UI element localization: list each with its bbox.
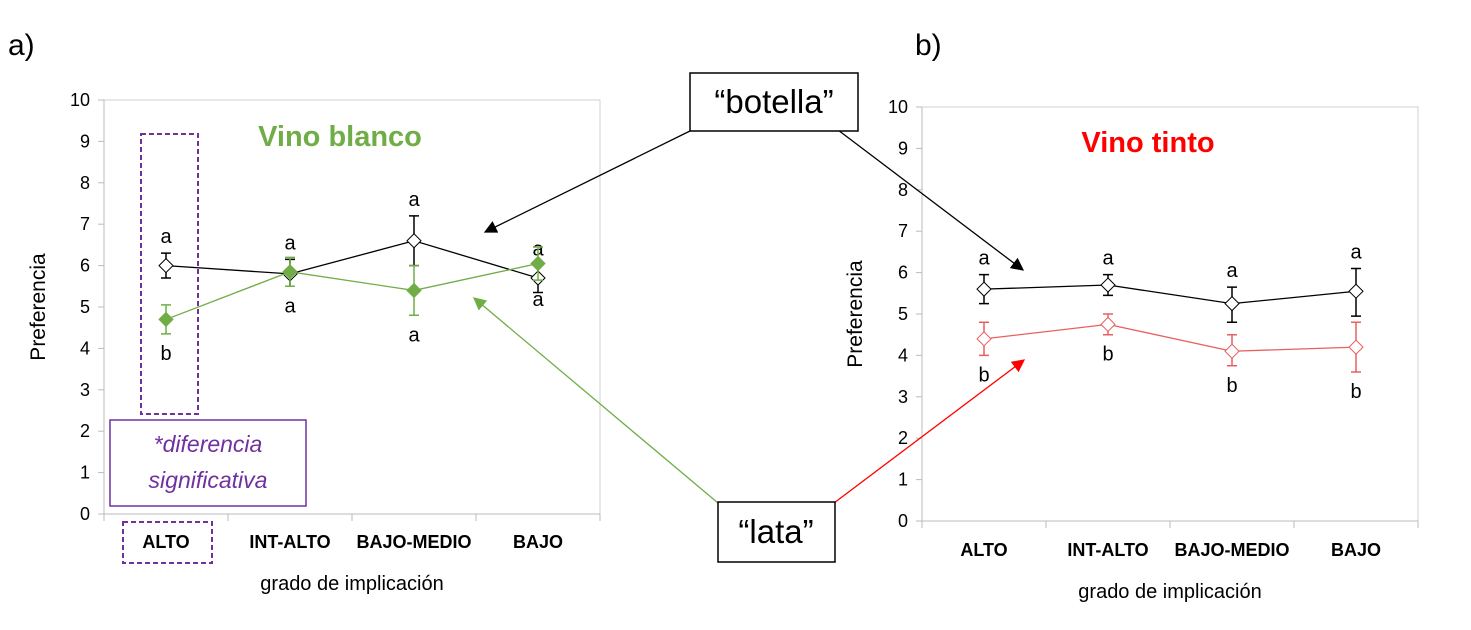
y-tick-label: 5 [80,297,90,317]
x-tick-label: ALTO [142,532,189,552]
significance-letter: a [408,189,420,211]
panel-label-a: a) [8,29,35,62]
series-line-lata [983,323,1357,352]
data-point-lata [1348,339,1364,355]
data-point-lata [158,311,174,328]
chart-title: Vino blanco [258,121,422,153]
x-tick-label: ALTO [960,540,1007,560]
y-tick-label: 10 [888,97,908,117]
significance-letter: b [1350,381,1361,403]
plot-area [921,106,1419,522]
data-point-botella [976,281,992,297]
x-tick-label: BAJO [1331,540,1381,560]
lata-arrow-b [833,359,1026,504]
annotation-line2: significativa [149,467,268,493]
y-tick-label: 8 [80,173,90,193]
botella-callout: “botella” [714,83,833,120]
data-point-botella [1348,283,1364,299]
data-point-lata [1224,343,1240,359]
x-tick-label: BAJO-MEDIO [356,532,471,552]
significance-letter: a [284,232,296,254]
significance-letter: a [532,289,544,311]
significance-letter: b [978,364,989,386]
y-tick-label: 3 [80,380,90,400]
significance-highlight-box [140,133,199,415]
x-tick-label: INT-ALTO [249,532,330,552]
botella-arrow-b [837,129,1025,271]
significance-letter: b [1102,344,1113,366]
significance-letter: a [1350,241,1362,263]
lata-arrow-a [473,297,719,504]
x-tick-label: BAJO-MEDIO [1174,540,1289,560]
y-tick-label: 10 [70,90,90,110]
data-point-botella [1224,295,1240,312]
data-point-lata [530,255,546,272]
y-tick-label: 4 [80,338,90,358]
data-point-lata [976,331,992,347]
y-tick-label: 9 [80,131,90,151]
chart-title: Vino tinto [1081,127,1214,159]
y-tick-label: 2 [80,421,90,441]
lata-callout: “lata” [738,513,813,550]
significance-letter: a [1102,248,1114,270]
y-tick-label: 9 [898,138,908,158]
x-axis-label: grado de implicación [1078,581,1261,603]
series-line-botella [983,284,1357,305]
significance-letter: a [408,324,420,346]
y-tick-label: 8 [898,180,908,200]
y-tick-label: 7 [898,221,908,241]
y-tick-label: 7 [80,214,90,234]
significance-letter: b [160,343,171,365]
y-tick-label: 0 [80,504,90,524]
botella-callout-box [689,72,859,132]
annotation-line1: *diferencia [154,431,263,457]
y-tick-label: 4 [898,345,908,365]
x-tick-label: BAJO [513,532,563,552]
data-point-lata [1100,316,1116,333]
series-line-botella [165,240,539,279]
y-tick-label: 6 [898,263,908,283]
y-axis-label: Preferencia [844,260,867,368]
y-tick-label: 0 [898,511,908,531]
y-tick-label: 2 [898,428,908,448]
data-point-lata [406,282,422,299]
lata-callout-box [717,501,836,563]
data-point-botella [406,233,422,249]
significance-letter: b [1226,375,1237,397]
x-axis-label: grado de implicación [260,573,443,595]
alto-highlight-box [122,521,213,564]
significance-letter: a [160,226,172,248]
panel-label-b: b) [915,29,942,62]
series-line-lata [165,262,539,321]
y-tick-label: 6 [80,256,90,276]
significance-letter: a [1226,260,1238,282]
y-tick-label: 1 [898,470,908,490]
y-axis-label: Preferencia [27,253,50,361]
y-tick-label: 3 [898,387,908,407]
y-tick-label: 1 [80,463,90,483]
significance-letter: a [978,248,990,270]
data-point-botella [158,257,174,274]
annotation-box [109,419,307,507]
data-point-lata [282,264,298,280]
significance-letter: a [284,295,296,317]
x-tick-label: INT-ALTO [1067,540,1148,560]
botella-arrow-a [483,129,693,233]
data-point-botella [1100,277,1116,293]
y-tick-label: 5 [898,304,908,324]
